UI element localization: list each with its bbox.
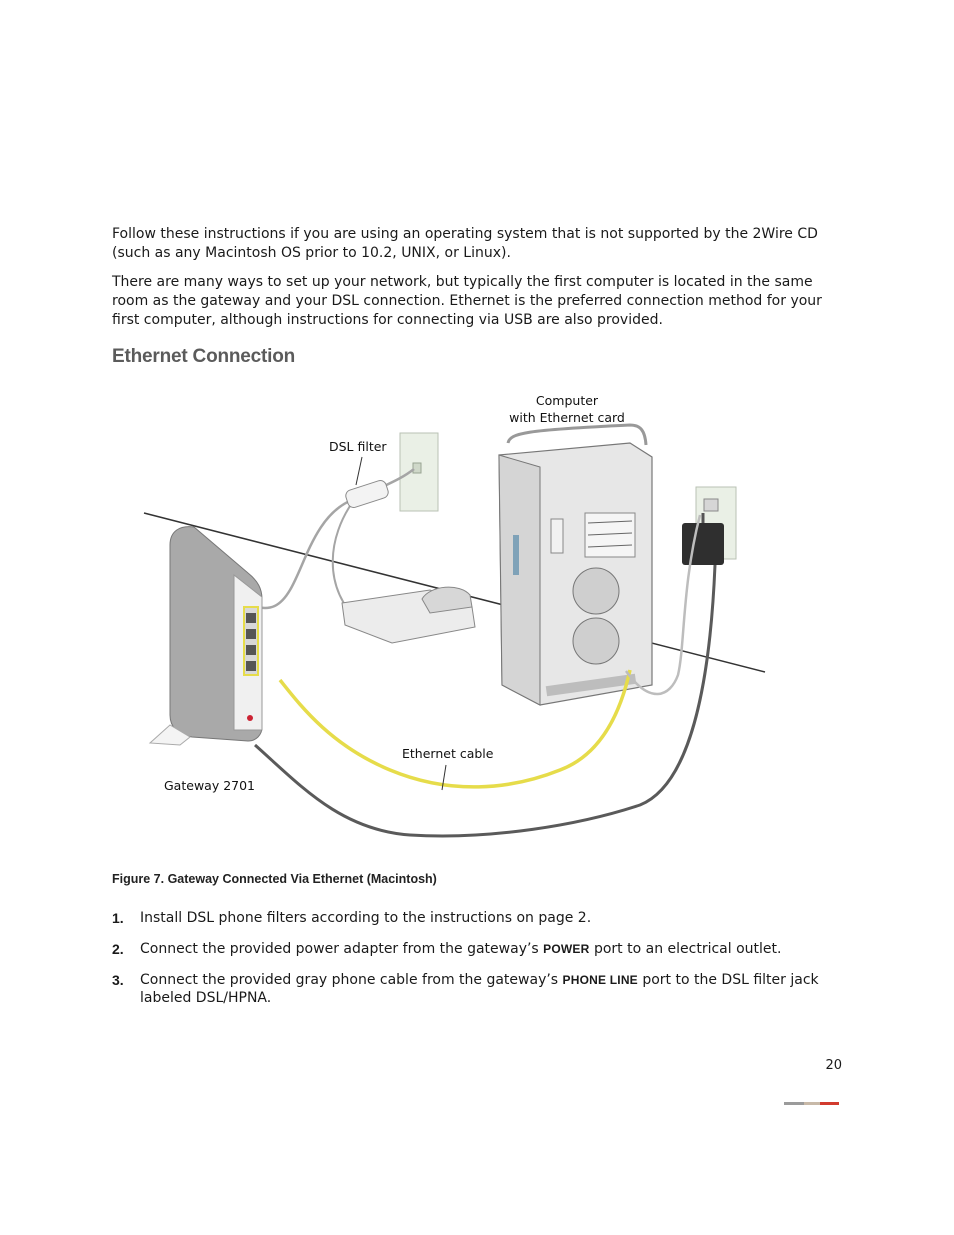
intro-paragraph-1: Follow these instructions if you are usi…	[112, 226, 818, 261]
step-1: 1. Install DSL phone filters according t…	[112, 909, 842, 927]
intro-paragraph-2: There are many ways to set up your netwo…	[112, 274, 822, 328]
step-number: 1.	[112, 910, 124, 926]
dsl-filter-callout	[355, 456, 363, 486]
computer-tower	[498, 423, 653, 706]
footer-bar-red	[820, 1102, 839, 1105]
ethernet-cable-label: Ethernet cable	[402, 746, 494, 761]
port-keyword: PHONE LINE	[562, 973, 638, 987]
step-body: Connect the provided gray phone cable fr…	[140, 971, 842, 1007]
phone-cable-to-gateway	[256, 498, 353, 610]
step-text-pre: Connect the provided gray phone cable fr…	[140, 972, 563, 988]
step-text: Install DSL phone filters according to t…	[140, 910, 592, 926]
power-cable-gray	[254, 564, 717, 838]
ethernet-cable-callout	[441, 764, 447, 791]
computer-sub-label: with Ethernet card	[509, 410, 625, 425]
computer-power-cable	[624, 514, 702, 696]
footer-bar-tan	[804, 1102, 820, 1105]
computer-label: Computer	[536, 393, 599, 408]
connection-diagram: Computer with Ethernet card DSL filter E…	[143, 393, 766, 838]
figure-caption: Figure 7. Gateway Connected Via Ethernet…	[112, 872, 437, 886]
step-text-post: port to an electrical outlet.	[589, 941, 782, 957]
phone-wall-jack	[399, 432, 439, 512]
dsl-filter-device	[345, 480, 389, 508]
step-text-post: port to the DSL filter jack labeled DSL/…	[140, 972, 819, 1006]
port-keyword: POWER	[543, 942, 590, 956]
gateway-label: Gateway 2701	[164, 778, 255, 793]
gateway-device	[148, 526, 263, 746]
footer-bar-gray	[784, 1102, 804, 1105]
ethernet-cable-yellow	[278, 669, 632, 789]
step-text-pre: Connect the provided power adapter from …	[140, 941, 544, 957]
telephone	[341, 586, 476, 644]
step-3: 3. Connect the provided gray phone cable…	[112, 971, 842, 1007]
step-number: 2.	[112, 941, 124, 957]
page-number: 20	[825, 1058, 842, 1073]
step-2: 2. Connect the provided power adapter fr…	[112, 940, 842, 958]
dsl-filter-label: DSL filter	[329, 439, 387, 454]
instruction-steps: 1. Install DSL phone filters according t…	[112, 909, 842, 1020]
step-body: Connect the provided power adapter from …	[140, 940, 842, 958]
section-heading: Ethernet Connection	[112, 346, 296, 367]
step-number: 3.	[112, 972, 124, 988]
